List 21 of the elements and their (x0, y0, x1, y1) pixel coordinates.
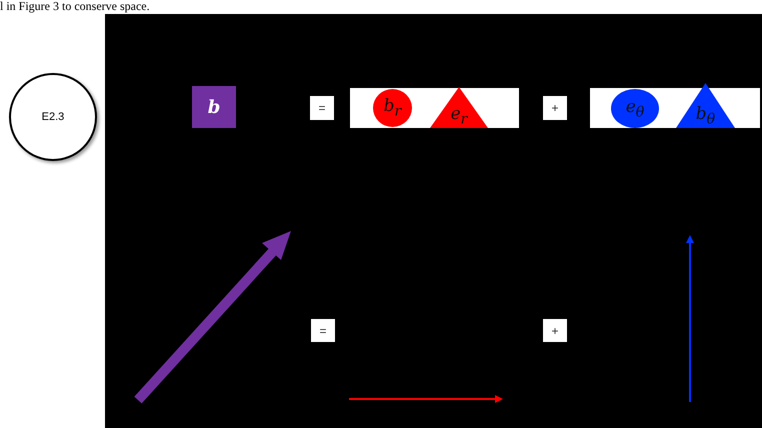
component-label: b$_{r}$ (384, 96, 402, 120)
operator-sign: = (318, 101, 326, 115)
component-triangle (676, 83, 735, 128)
operator (543, 319, 567, 342)
operator (311, 319, 335, 342)
component-oval (611, 89, 659, 128)
vector-label: b (208, 96, 220, 118)
component-oval (373, 89, 412, 127)
component-triangle (430, 87, 488, 128)
operator-sign: + (551, 324, 558, 338)
component-label: e$_{θ}$ (626, 96, 644, 120)
operator-sign: + (551, 101, 558, 115)
operator (310, 96, 334, 120)
component-bar (350, 88, 519, 128)
component-label: b$_{θ}$ (696, 104, 716, 127)
vector-symbol (192, 86, 236, 128)
step-label: E2.3 (42, 111, 64, 123)
operator (543, 96, 567, 120)
component-label: e$_{r}$ (450, 104, 468, 127)
caption-text: l in Figure 3 to conserve space. (0, 0, 150, 13)
operator-sign: = (319, 324, 326, 338)
